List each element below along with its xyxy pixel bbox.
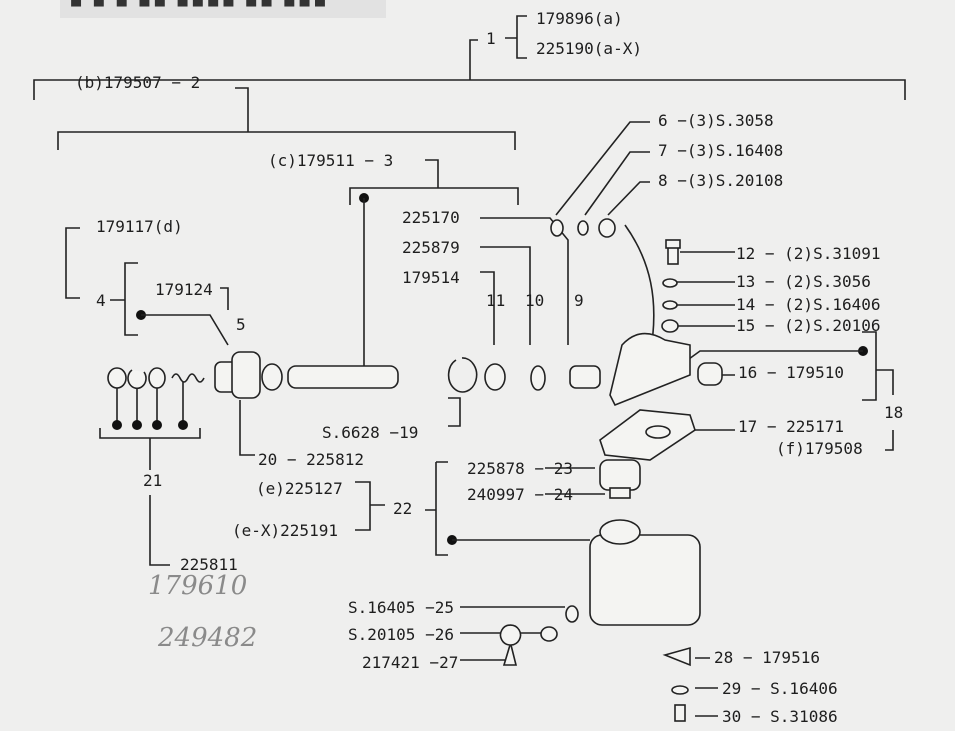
part-label-n4: 4 [96,291,106,310]
part-label-p225811: 225811 [180,555,238,574]
part-label-n11: 11 [486,291,505,310]
part-label-p16: 16 − 179510 [738,363,844,382]
part-label-f: (f)179508 [776,439,863,458]
part-label-p14: 14 − (2)S.16406 [736,295,881,314]
part-label-p8: 8 −(3)S.20108 [658,171,783,190]
part-label-n18: 18 [884,403,903,422]
part-label-p28: 28 − 179516 [714,648,820,667]
part-label-n21: 21 [143,471,162,490]
header-strip: ■ ■ ■ ■■ ■■■■ ■■ ■■■ [60,0,386,18]
part-label-p12: 12 − (2)S.31091 [736,244,881,263]
handwritten-note-1: 179610 [148,571,247,601]
part-label-ax: 225190(a-X) [536,39,642,58]
part-label-p29: 29 − S.16406 [722,679,838,698]
part-label-p225170: 225170 [402,208,460,227]
part-label-p179514: 179514 [402,268,460,287]
part-label-p17: 17 − 225171 [738,417,844,436]
part-label-p25: S.16405 −25 [348,598,454,617]
part-label-n9: 9 [574,291,584,310]
part-label-d: 179117(d) [96,217,183,236]
part-label-p24: 240997 − 24 [467,485,573,504]
part-label-p179124: 179124 [155,280,213,299]
part-label-p26: S.20105 −26 [348,625,454,644]
part-label-n22: 22 [393,499,412,518]
part-label-p15: 15 − (2)S.20106 [736,316,881,335]
part-label-c: (c)179511 − 3 [268,151,393,170]
part-label-p6: 6 −(3)S.3058 [658,111,774,130]
part-label-p23: 225878 − 23 [467,459,573,478]
part-label-p30: 30 − S.31086 [722,707,838,726]
handwritten-note-2: 249482 [157,623,257,653]
part-label-n5: 5 [236,315,246,334]
part-label-p27: 217421 −27 [362,653,458,672]
part-label-p20: 20 − 225812 [258,450,364,469]
part-label-p7: 7 −(3)S.16408 [658,141,783,160]
part-label-p13: 13 − (2)S.3056 [736,272,871,291]
part-labels: 179896(a) 225190(a-X) 1 (b)179507 − 2 (c)179… [75,9,903,726]
part-label-b: (b)179507 − 2 [75,73,200,92]
part-label-n1: 1 [486,29,496,48]
part-label-a: 179896(a) [536,9,623,28]
part-label-e: (e)225127 [256,479,343,498]
part-label-p225879: 225879 [402,238,460,257]
part-label-ex: (e-X)225191 [232,521,338,540]
part-label-n10: 10 [525,291,544,310]
part-label-p19: S.6628 −19 [322,423,418,442]
